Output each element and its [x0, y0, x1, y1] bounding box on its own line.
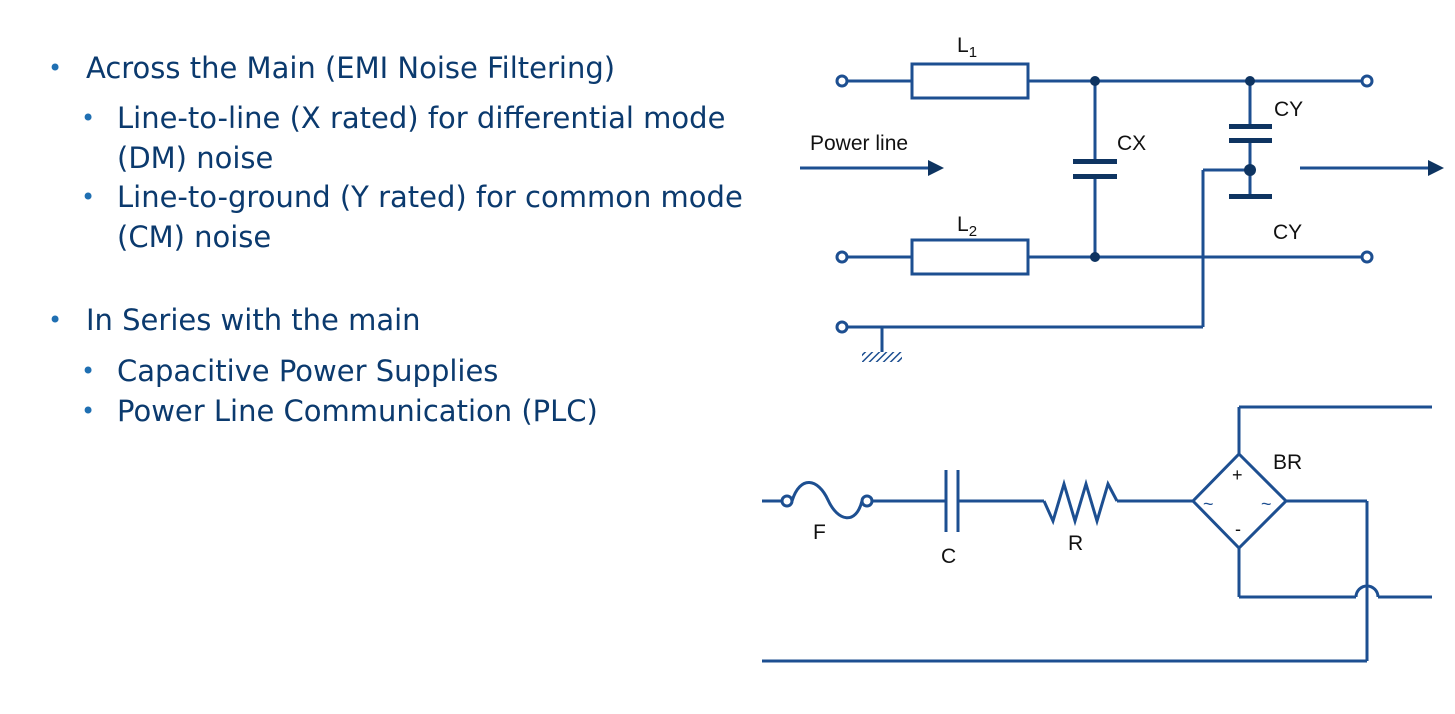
- cy-plate: [1229, 124, 1272, 129]
- cy-plate: [1229, 194, 1272, 199]
- label-cy-top: CY: [1274, 98, 1303, 121]
- bullet-plc: • Power Line Communication (PLC): [81, 391, 598, 431]
- bullet-text: In Series with the main: [86, 303, 421, 337]
- cx-plate: [1073, 159, 1117, 164]
- fuse-icon: [790, 481, 864, 520]
- bridge-ac-left: ~: [1203, 494, 1214, 514]
- bullet-text: Line-to-ground (Y rated) for common mode: [117, 180, 743, 214]
- bullet-dot: •: [81, 357, 96, 385]
- bullet-dot: •: [48, 306, 63, 334]
- label-cy-bottom: CY: [1273, 221, 1302, 244]
- bullet-in-series: • In Series with the main: [48, 300, 421, 340]
- bullet-text: Power Line Communication (PLC): [117, 394, 598, 428]
- arrow-head-icon: [1428, 160, 1444, 176]
- ground-icon: [862, 352, 902, 362]
- resistor-icon: [1042, 478, 1119, 527]
- capacitor-plates: [1073, 124, 1272, 199]
- bullet-dot: •: [81, 183, 96, 211]
- terminal: [835, 320, 849, 334]
- fuse-terminal: [860, 494, 874, 508]
- label-cx: CX: [1117, 132, 1146, 155]
- terminal: [835, 250, 849, 264]
- cx-plate: [1073, 174, 1117, 179]
- arrow-head-icon: [928, 160, 944, 176]
- junction-dot: [1244, 164, 1256, 176]
- bullet-across-main: • Across the Main (EMI Noise Filtering): [48, 48, 616, 88]
- junction-dot: [1090, 76, 1100, 86]
- label-fuse: F: [813, 521, 826, 544]
- label-resistor: R: [1068, 532, 1083, 555]
- bullet-line-to-ground: • Line-to-ground (Y rated) for common mo…: [81, 177, 743, 217]
- terminal: [835, 74, 849, 88]
- terminal: [1360, 250, 1374, 264]
- bullet-text: (DM) noise: [117, 141, 274, 175]
- label-l1: L1: [957, 34, 977, 61]
- bullet-line-to-line: • Line-to-line (X rated) for differentia…: [81, 98, 726, 138]
- bullet-text: Capacitive Power Supplies: [117, 354, 499, 388]
- bridge-plus: +: [1232, 465, 1243, 485]
- emi-filter-circuit: [800, 62, 1432, 352]
- bullet-continuation: (CM) noise: [117, 217, 271, 257]
- label-capacitor: C: [941, 545, 956, 568]
- bullet-text: Line-to-line (X rated) for differential …: [117, 101, 726, 135]
- label-power-line: Power line: [810, 132, 908, 155]
- bullet-continuation: (DM) noise: [117, 138, 273, 178]
- junction-dots: [1090, 76, 1256, 262]
- bullet-text: Across the Main (EMI Noise Filtering): [86, 51, 616, 85]
- cy-plate: [1229, 138, 1272, 143]
- bullet-capacitive-supplies: • Capacitive Power Supplies: [81, 351, 499, 391]
- label-l2: L2: [957, 213, 977, 240]
- bullet-text: (CM) noise: [117, 220, 272, 254]
- junction-dot: [1090, 252, 1100, 262]
- bridge-ac-right: ~: [1261, 494, 1272, 514]
- bridge-minus: -: [1235, 519, 1241, 539]
- terminal: [1360, 74, 1374, 88]
- series-circuit: [762, 405, 1432, 663]
- inductor-l1: [910, 62, 1030, 100]
- junction-dot: [1245, 76, 1255, 86]
- bullet-dot: •: [81, 104, 96, 132]
- bullet-dot: •: [81, 397, 96, 425]
- bullet-dot: •: [48, 54, 63, 82]
- inductor-l2: [910, 238, 1030, 276]
- fuse-terminal: [780, 494, 794, 508]
- label-bridge: BR: [1273, 451, 1302, 474]
